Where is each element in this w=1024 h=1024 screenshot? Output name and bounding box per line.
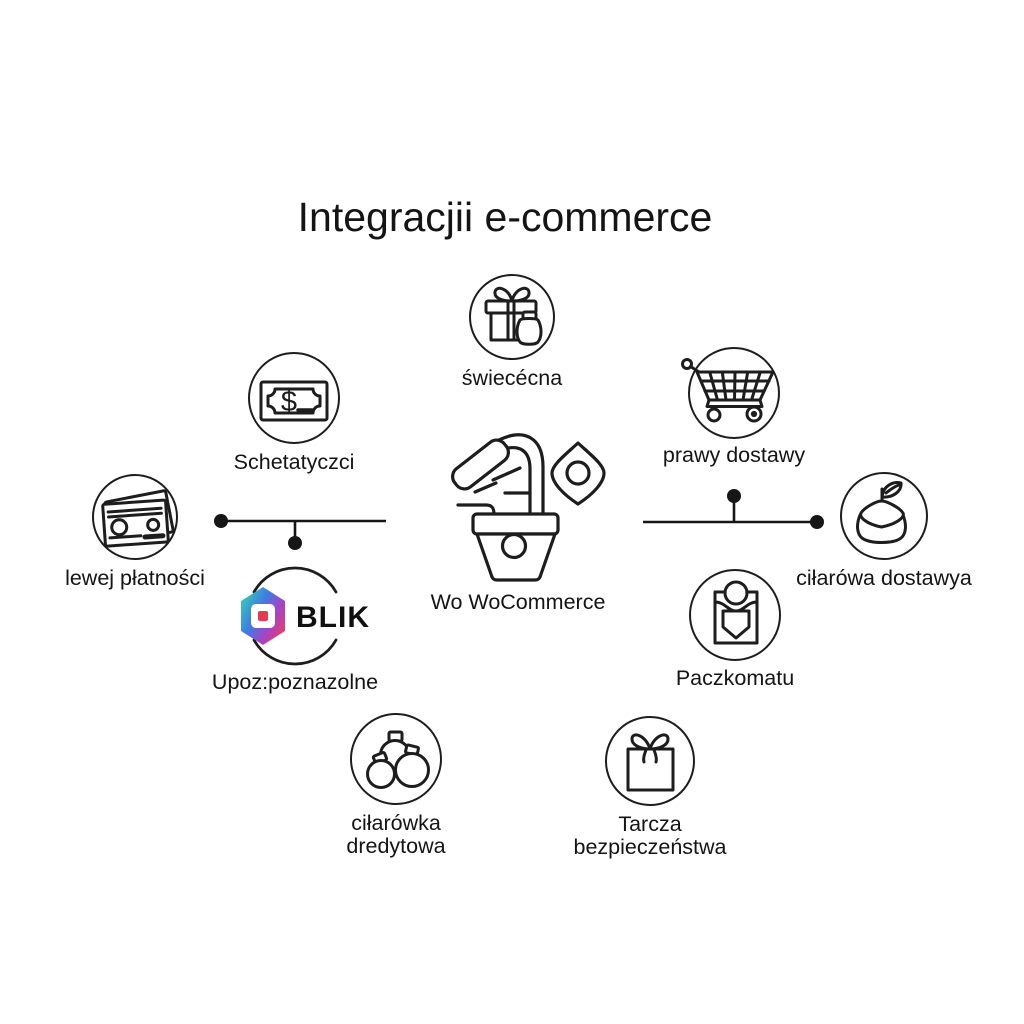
connector-dot xyxy=(727,489,741,503)
woocommerce-basket-icon xyxy=(450,433,606,582)
blik-circle-bottom-arc xyxy=(252,638,338,666)
node-gift-bottom: Tarcza bezpieczeństwa xyxy=(540,716,760,859)
node-label: ciłarówka dredytowa xyxy=(346,811,446,858)
payment-cards-icon xyxy=(92,474,178,560)
node-ornaments: ciłarówka dredytowa xyxy=(286,713,506,858)
dollar-banknote-icon: $ xyxy=(248,352,340,444)
baubles-icon xyxy=(350,713,442,805)
package-with-leaf-icon xyxy=(840,472,928,560)
blik-wordmark: BLIK xyxy=(296,601,370,634)
gift-and-bauble-icon xyxy=(469,274,555,360)
node-label: prawy dostawy xyxy=(662,443,806,467)
node-woocommerce-center: Wo WoCommerce xyxy=(408,427,628,614)
blik-hexagon-logo: BLIK xyxy=(241,566,370,666)
diagram-title: Integracjii e-commerce xyxy=(297,194,713,240)
node-label: ciłarówa dostawya xyxy=(796,566,972,590)
node-locker: Paczkomatu xyxy=(625,569,845,690)
node-label: Schetatyczci xyxy=(233,450,355,474)
node-gift-top: świecécna xyxy=(402,274,622,390)
shopping-cart-icon xyxy=(681,347,780,439)
node-blik: BLIK Upoz:poznazolne xyxy=(185,566,405,694)
node-label: Upoz:poznazolne xyxy=(211,670,379,694)
gift-box-icon xyxy=(605,716,695,806)
connector-dot xyxy=(288,536,302,550)
node-label: świecécna xyxy=(461,366,563,390)
node-banknote: $ Schetatyczci xyxy=(184,352,404,474)
node-cards: lewej płatności xyxy=(25,474,245,590)
node-label: Wo WoCommerce xyxy=(430,590,606,614)
node-label: Tarcza bezpieczeństwa xyxy=(573,812,727,859)
blik-circle-top-arc xyxy=(252,566,338,594)
node-package: ciłarówa dostawya xyxy=(774,472,994,590)
dollar-symbol: $ xyxy=(281,386,297,418)
blik-mark xyxy=(258,611,268,621)
node-cart: prawy dostawy xyxy=(624,347,844,467)
node-label: Paczkomatu xyxy=(675,666,795,690)
node-label: lewej płatności xyxy=(65,566,205,590)
parcel-locker-icon xyxy=(689,569,781,661)
